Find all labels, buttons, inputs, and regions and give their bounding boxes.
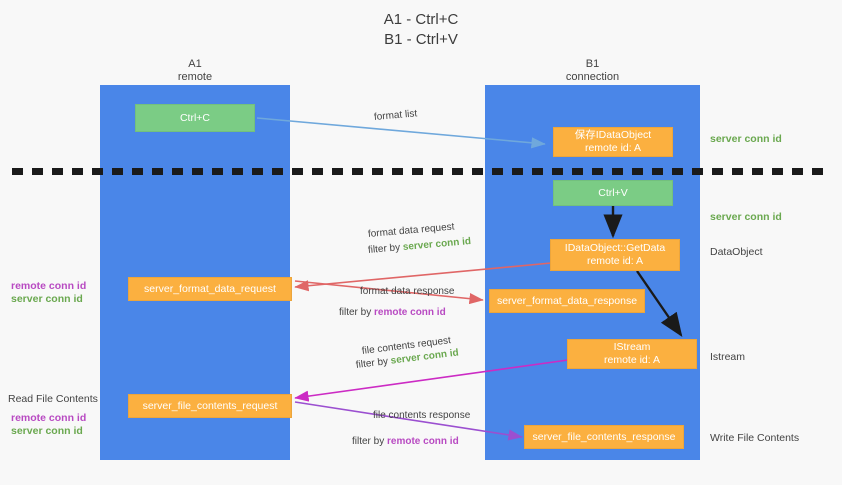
edge-label-format-data-response-filter: filter by remote conn id: [339, 305, 446, 320]
node-ctrl-c[interactable]: Ctrl+C: [135, 104, 255, 132]
column-header-a1: A1 remote: [177, 58, 213, 83]
page-title: A1 - Ctrl+C B1 - Ctrl+V: [383, 11, 459, 48]
filter-prefix: filter by: [352, 436, 388, 447]
node-idataobject-getdata[interactable]: IDataObject::GetData remote id: A: [550, 239, 680, 271]
right-label-server-conn-id-top: server conn id: [710, 133, 782, 145]
edge-label-file-contents-response-filter: filter by remote conn id: [352, 434, 459, 449]
right-label-dataobject: DataObject: [710, 246, 763, 258]
filter-key-remote-conn-id: remote conn id: [374, 307, 446, 318]
right-label-server-conn-id-mid: server conn id: [710, 211, 782, 223]
node-server-format-data-response[interactable]: server_format_data_response: [489, 289, 645, 313]
left-label-remote-conn-id-2: remote conn id: [11, 412, 87, 424]
edge-label-format-list: format list: [373, 108, 418, 123]
left-label-server-conn-id-1: server conn id: [11, 293, 83, 305]
left-label-server-conn-id-2: server conn id: [11, 425, 83, 437]
filter-prefix: filter by: [339, 307, 375, 318]
left-label-remote-conn-id-1: remote conn id: [11, 280, 87, 292]
node-istream[interactable]: IStream remote id: A: [567, 339, 697, 369]
dashed-divider: [12, 168, 828, 175]
edge-label-format-data-response: format data response: [360, 286, 455, 297]
right-label-istream: Istream: [710, 351, 746, 363]
left-label-read-file-contents: Read File Contents: [8, 393, 98, 405]
filter-prefix: filter by: [355, 355, 392, 371]
node-ctrl-v[interactable]: Ctrl+V: [553, 180, 673, 206]
node-server-file-contents-request[interactable]: server_file_contents_request: [128, 394, 292, 418]
edge-label-file-contents-response: file contents response: [373, 410, 471, 421]
filter-key-server-conn-id: server conn id: [402, 236, 472, 253]
node-idataobject[interactable]: 保存IDataObject remote id: A: [553, 127, 673, 157]
right-label-write-file-contents: Write File Contents: [710, 432, 800, 444]
filter-prefix: filter by: [367, 241, 404, 256]
column-header-b1: B1 connection: [565, 58, 620, 83]
filter-key-remote-conn-id: remote conn id: [387, 436, 459, 447]
node-server-file-contents-response[interactable]: server_file_contents_response: [524, 425, 684, 449]
node-server-format-data-request[interactable]: server_format_data_request: [128, 277, 292, 301]
